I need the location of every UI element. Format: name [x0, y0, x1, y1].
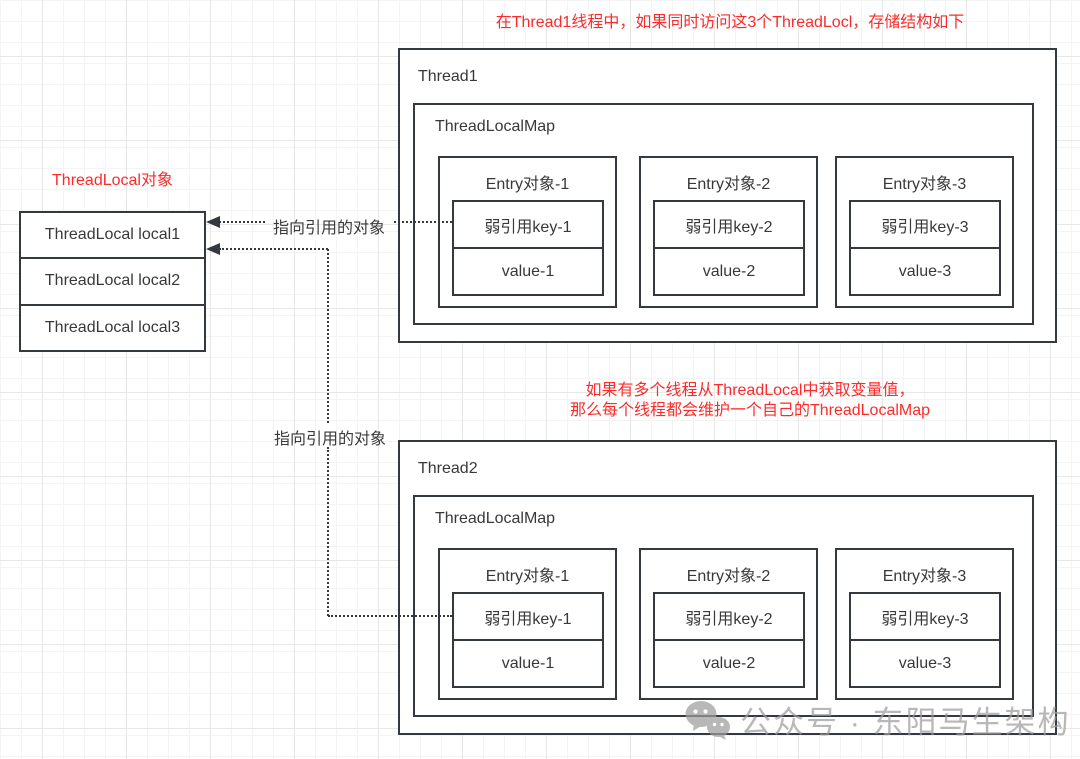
entry-title: Entry对象-1 [485, 568, 570, 585]
threadlocal-local2: ThreadLocal local2 [21, 257, 204, 303]
entry-key: 弱引用key-2 [655, 594, 803, 641]
thread2-title: Thread2 [418, 460, 478, 477]
threadlocal-objects-box: ThreadLocal local1 ThreadLocal local2 Th… [19, 211, 206, 352]
arrow2-segment [328, 615, 452, 617]
entry-kv-box: 弱引用key-1 value-1 [452, 592, 604, 688]
entry-title: Entry对象-3 [882, 568, 967, 585]
entry-value: value-3 [898, 262, 952, 280]
thread2-entry-1: Entry对象-1 弱引用key-1 value-1 [438, 548, 617, 700]
arrow1-segment [394, 221, 452, 223]
entry-title: Entry对象-3 [882, 176, 967, 193]
wechat-icon [685, 700, 730, 740]
thread2-threadlocalmap-title: ThreadLocalMap [435, 510, 556, 527]
entry-key: 弱引用key-3 [851, 594, 999, 641]
entry-kv-box: 弱引用key-1 value-1 [452, 200, 604, 296]
arrow2-segment [327, 447, 329, 616]
entry-kv-box: 弱引用key-3 value-3 [849, 200, 1001, 296]
thread1-threadlocalmap-box: ThreadLocalMap Entry对象-1 弱引用key-1 value-… [413, 103, 1034, 325]
watermark: 公众号 · 东阳马生架构 [684, 697, 1071, 742]
middle-annotation-line1: 如果有多个线程从ThreadLocal中获取变量值， [585, 382, 915, 399]
thread1-entry-3: Entry对象-3 弱引用key-3 value-3 [835, 156, 1014, 308]
entry-kv-box: 弱引用key-2 value-2 [653, 592, 805, 688]
thread2-entry-2: Entry对象-2 弱引用key-2 value-2 [639, 548, 818, 700]
arrow2-segment [327, 249, 329, 423]
watermark-text: 公众号 · 东阳马生架构 [740, 705, 1071, 740]
arrow1-head-icon [206, 216, 220, 228]
thread1-entry-2: Entry对象-2 弱引用key-2 value-2 [639, 156, 818, 308]
entry-kv-box: 弱引用key-3 value-3 [849, 592, 1001, 688]
entry-title: Entry对象-2 [686, 176, 771, 193]
thread1-title: Thread1 [418, 68, 478, 85]
top-annotation: 在Thread1线程中，如果同时访问这3个ThreadLocl，存储结构如下 [495, 14, 965, 31]
thread1-threadlocalmap-title: ThreadLocalMap [435, 118, 556, 135]
entry-key: 弱引用key-2 [655, 202, 803, 249]
entry-value: value-3 [898, 654, 952, 672]
thread2-entry-3: Entry对象-3 弱引用key-3 value-3 [835, 548, 1014, 700]
entry-value: value-1 [501, 654, 555, 672]
arrow1-label: 指向引用的对象 [272, 220, 385, 237]
middle-annotation: 如果有多个线程从ThreadLocal中获取变量值， 那么每个线程都会维护一个自… [445, 381, 1055, 421]
entry-key: 弱引用key-1 [454, 594, 602, 641]
thread2-threadlocalmap-box: ThreadLocalMap Entry对象-1 弱引用key-1 value-… [413, 495, 1034, 717]
entry-title: Entry对象-1 [485, 176, 570, 193]
entry-title: Entry对象-2 [686, 568, 771, 585]
entry-value: value-1 [501, 262, 555, 280]
entry-key: 弱引用key-3 [851, 202, 999, 249]
threadlocal-objects-label: ThreadLocal对象 [52, 172, 173, 189]
thread1-box: Thread1 ThreadLocalMap Entry对象-1 弱引用key-… [398, 48, 1057, 343]
arrow1-segment [219, 221, 265, 223]
arrow2-label: 指向引用的对象 [273, 431, 386, 448]
middle-annotation-line2: 那么每个线程都会维护一个自己的ThreadLocalMap [569, 402, 931, 419]
entry-kv-box: 弱引用key-2 value-2 [653, 200, 805, 296]
arrow2-head-icon [206, 243, 220, 255]
arrow2-segment [219, 248, 328, 250]
entry-value: value-2 [702, 262, 756, 280]
threadlocal-local1: ThreadLocal local1 [44, 226, 181, 244]
threadlocal-local3: ThreadLocal local3 [21, 303, 204, 350]
entry-key: 弱引用key-1 [454, 202, 602, 249]
thread1-entry-1: Entry对象-1 弱引用key-1 value-1 [438, 156, 617, 308]
entry-value: value-2 [702, 654, 756, 672]
thread2-box: Thread2 ThreadLocalMap Entry对象-1 弱引用key-… [398, 440, 1057, 735]
